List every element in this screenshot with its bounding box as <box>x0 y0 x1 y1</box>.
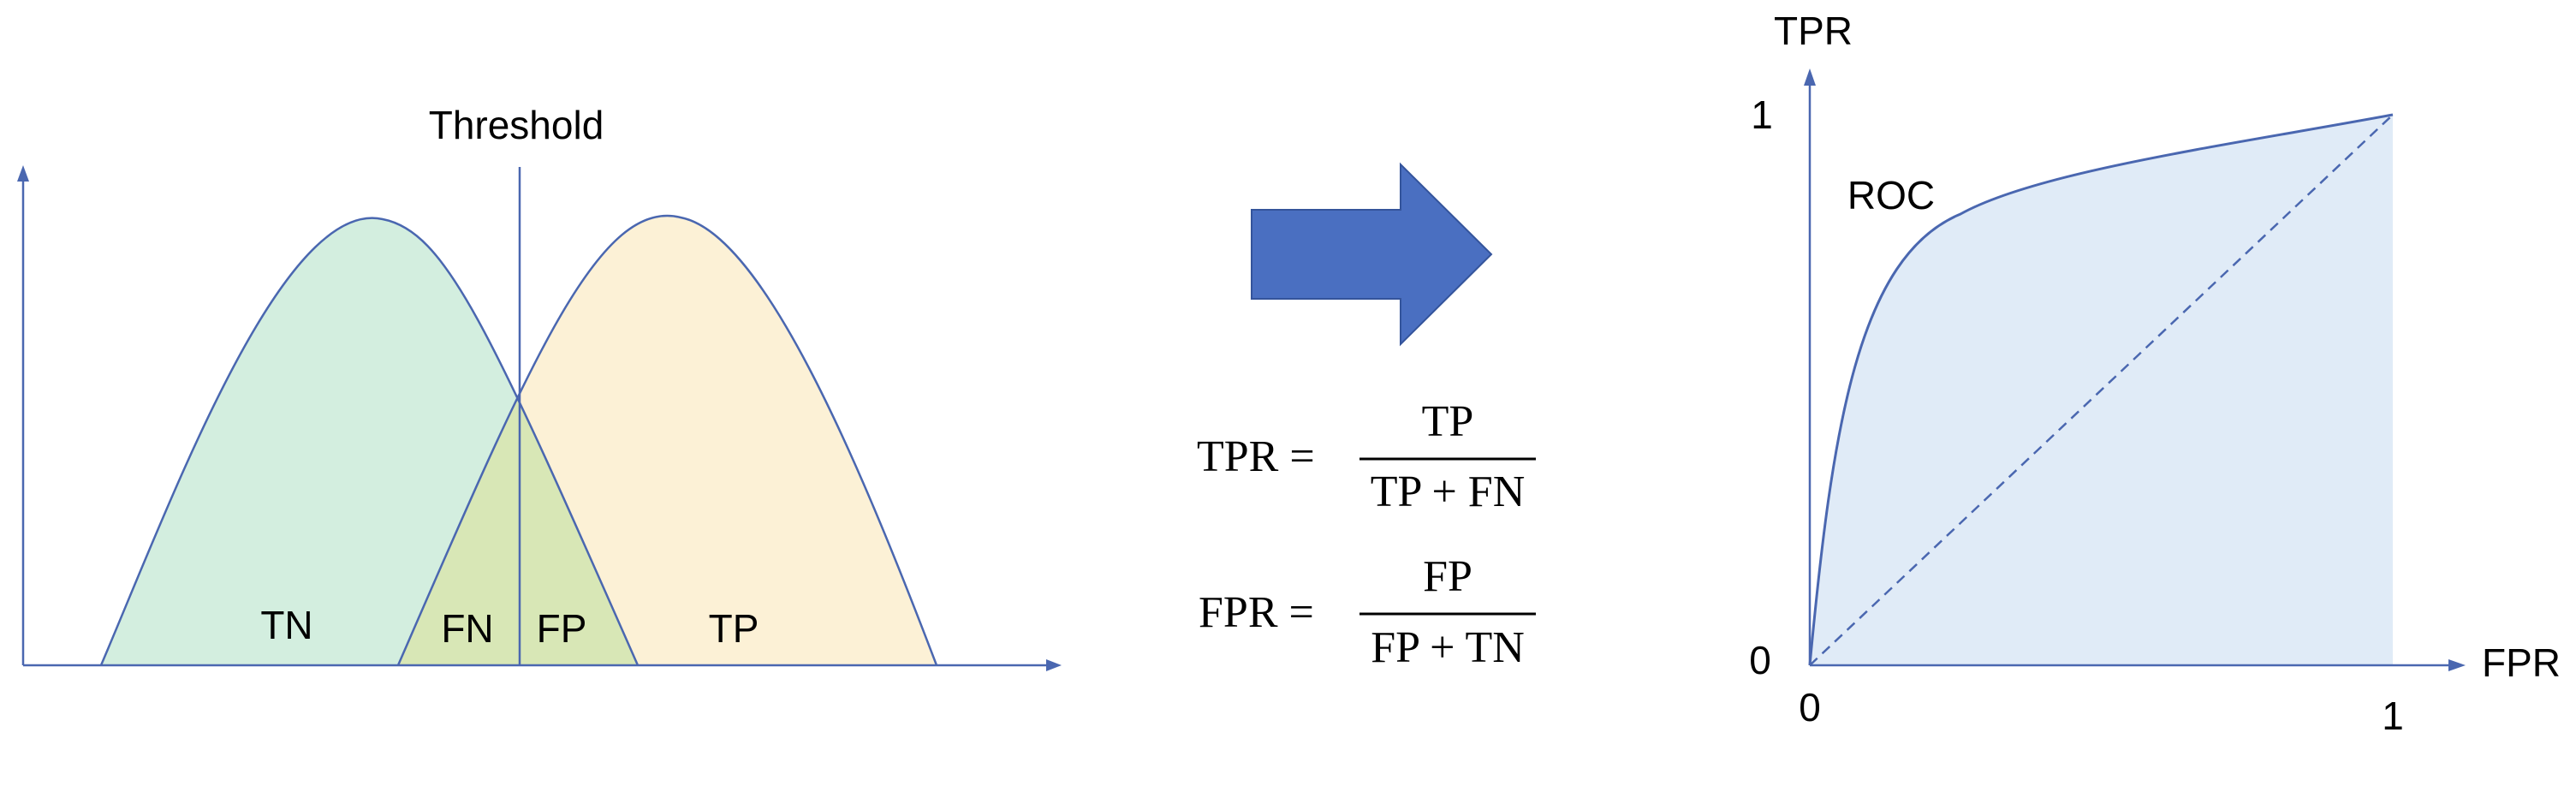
roc-x-tick-1: 1 <box>2382 694 2404 738</box>
tpr-formula-lhs: TPR = <box>1197 432 1315 481</box>
roc-plot: TPR FPR ROC 1 0 0 1 <box>1749 9 2561 738</box>
roc-x-axis-arrowhead <box>2448 659 2466 671</box>
roc-y-tick-1: 1 <box>1751 92 1773 137</box>
roc-curve <box>1808 113 2394 666</box>
tpr-formula-numerator: TP <box>1422 397 1474 446</box>
random-classifier-diagonal <box>1809 114 2394 666</box>
distribution-plot: Threshold TN FN FP TP <box>17 103 1062 671</box>
distribution-x-axis-arrowhead <box>1046 659 1062 671</box>
negative-distribution-curve <box>99 217 640 666</box>
fpr-formula-denominator: FP + TN <box>1371 623 1525 672</box>
fp-label: FP <box>537 606 587 651</box>
fpr-formula-lhs: FPR = <box>1199 588 1314 637</box>
tn-label: TN <box>260 603 312 647</box>
roc-y-tick-0: 0 <box>1749 638 1771 682</box>
right-arrow-icon <box>1251 162 1493 347</box>
positive-distribution-curve <box>396 214 938 666</box>
fpr-formula: FPR = FP FP + TN <box>1199 552 1536 672</box>
tp-label: TP <box>709 606 759 651</box>
tpr-formula-denominator: TP + FN <box>1371 467 1526 516</box>
roc-x-tick-0: 0 <box>1799 685 1821 729</box>
overlap-region <box>398 217 638 665</box>
roc-y-axis-label: TPR <box>1774 9 1853 53</box>
roc-x-axis-label: FPR <box>2482 640 2561 685</box>
threshold-label: Threshold <box>429 103 604 147</box>
tpr-formula: TPR = TP TP + FN <box>1197 397 1536 516</box>
fpr-formula-numerator: FP <box>1423 552 1472 601</box>
roc-y-axis-arrowhead <box>1804 68 1816 86</box>
roc-curve-label: ROC <box>1847 173 1935 217</box>
fn-label: FN <box>441 606 493 651</box>
distribution-y-axis-arrowhead <box>17 165 29 182</box>
